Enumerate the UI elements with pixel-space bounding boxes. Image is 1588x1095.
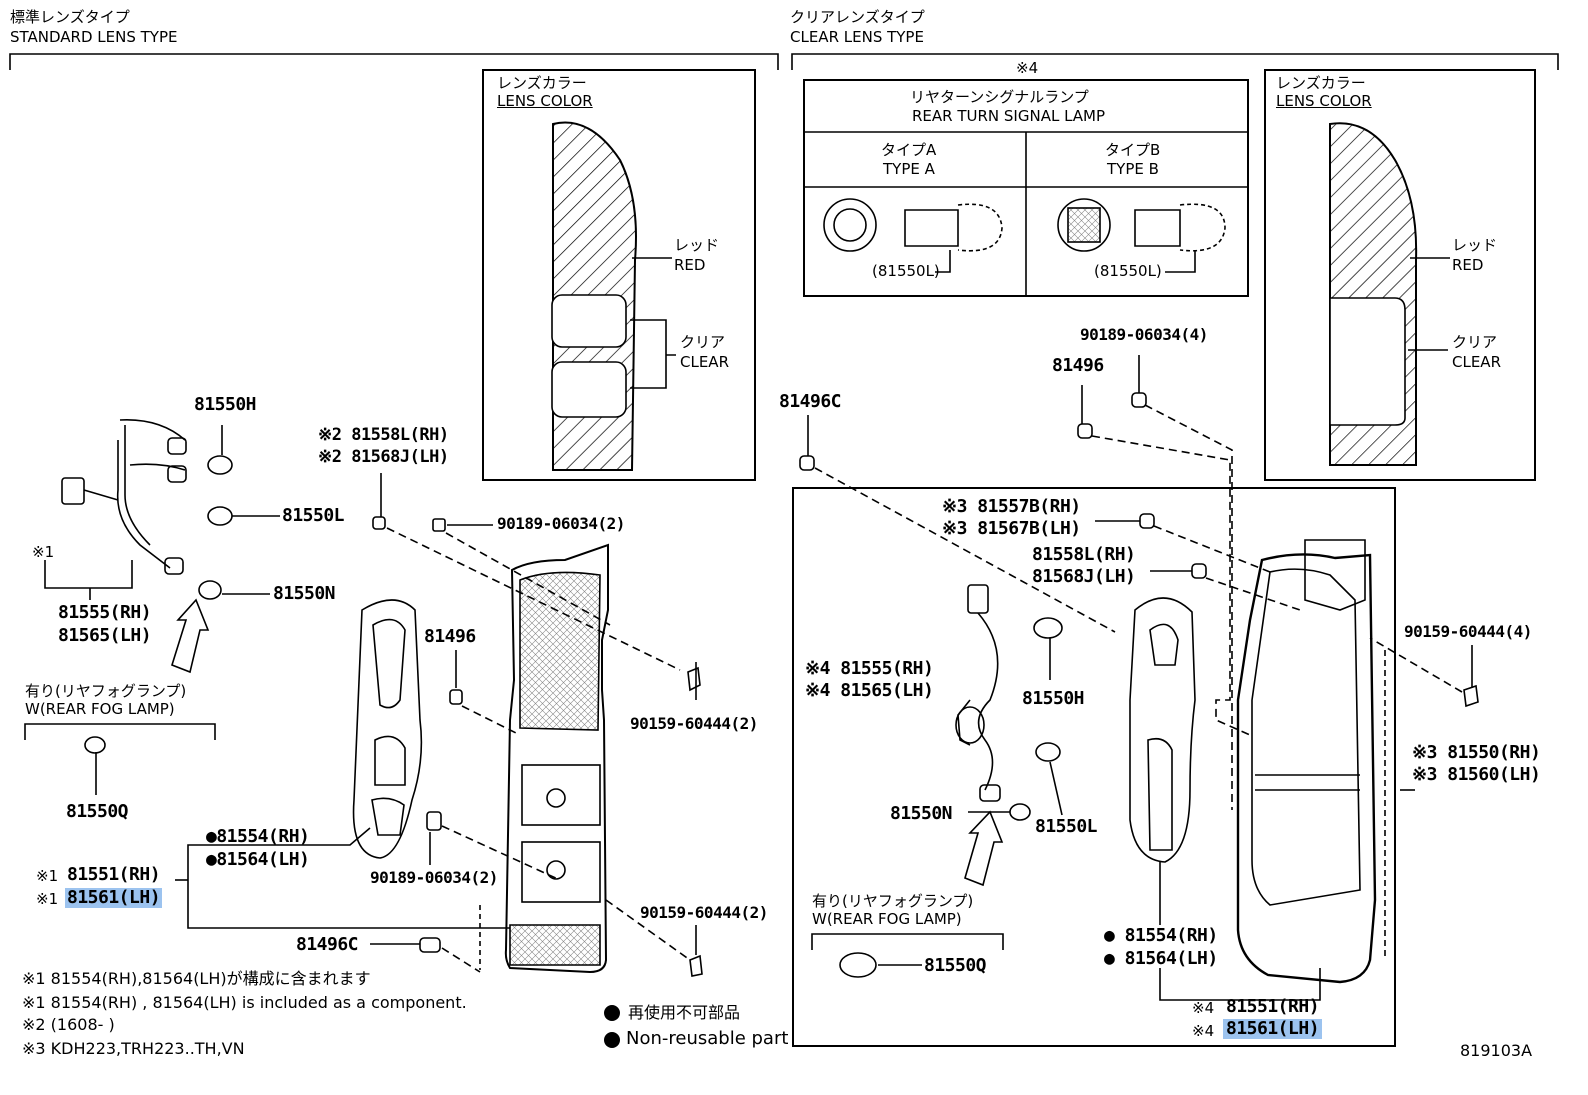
part-81551[interactable]: 81551(RH) <box>67 864 161 885</box>
clr-part-81550l[interactable]: 81550L <box>1035 816 1098 837</box>
part-81555[interactable]: 81555(RH) <box>58 602 152 623</box>
turn-signal-en: REAR TURN SIGNAL LAMP <box>912 107 1106 125</box>
type-b-en: TYPE B <box>1107 160 1159 178</box>
type-a-en: TYPE A <box>883 160 935 178</box>
std-clear-jp: クリア <box>680 333 726 351</box>
clr-part-81557b[interactable]: ※3 81557B(RH) <box>942 496 1081 517</box>
part-81568j[interactable]: ※2 81568J(LH) <box>318 447 449 467</box>
clr-part-81496[interactable]: 81496 <box>1052 355 1104 376</box>
std-clear-en: CLEAR <box>680 353 729 371</box>
type-b-jp: タイプB <box>1105 141 1161 159</box>
part-81496c[interactable]: 81496C <box>296 934 359 955</box>
clr-part-81555[interactable]: ※4 81555(RH) <box>805 658 934 679</box>
clr-part-81496c[interactable]: 81496C <box>779 391 842 412</box>
clr-part-81561-highlighted[interactable]: 81561(LH) <box>1223 1019 1323 1039</box>
standard-title-en: STANDARD LENS TYPE <box>10 28 178 46</box>
note-line-4: ※3 KDH223,TRH223..TH,VN <box>22 1039 245 1058</box>
clr-part-81561-mark: ※4 <box>1192 1022 1215 1040</box>
clear-title-jp: クリアレンズタイプ <box>790 8 925 26</box>
part-81558l[interactable]: ※2 81558L(RH) <box>318 425 449 445</box>
type-b-part[interactable]: (81550L) <box>1094 262 1162 280</box>
type-a-part[interactable]: (81550L) <box>872 262 940 280</box>
part-90189-bot[interactable]: 90189-06034(2) <box>370 868 498 887</box>
std-fog-en: W(REAR FOG LAMP) <box>25 700 175 718</box>
part-81554[interactable]: ●81554(RH) <box>206 826 310 847</box>
part-81550h[interactable]: 81550H <box>194 394 257 415</box>
note-line-3: ※2 (1608- ) <box>22 1015 115 1034</box>
part-90189-top[interactable]: 90189-06034(2) <box>497 514 625 533</box>
clear-title-en: CLEAR LENS TYPE <box>790 28 924 46</box>
std-lens-color-jp: レンズカラー <box>497 74 587 92</box>
part-81551-mark: ※1 <box>36 867 59 885</box>
std-red-en: RED <box>674 256 706 274</box>
legend-non-reusable-jp: 再使用不可部品 <box>628 1003 741 1022</box>
clr-part-90189[interactable]: 90189-06034(4) <box>1080 325 1208 344</box>
clr-part-81550n[interactable]: 81550N <box>890 803 953 824</box>
clr-part-81550q[interactable]: 81550Q <box>924 955 987 976</box>
part-81564[interactable]: ●81564(LH) <box>206 849 310 870</box>
std-lens-color-en: LENS COLOR <box>497 92 593 110</box>
clr-red-en: RED <box>1452 256 1484 274</box>
clr-part-81554[interactable]: ● 81554(RH) <box>1104 925 1218 946</box>
clr-lens-color-jp: レンズカラー <box>1276 74 1366 92</box>
clr-fog-jp: 有り(リヤフォグランプ) <box>812 892 974 910</box>
part-81550n[interactable]: 81550N <box>273 583 336 604</box>
clr-part-81565[interactable]: ※4 81565(LH) <box>805 680 934 701</box>
standard-title-jp: 標準レンズタイプ <box>10 8 130 26</box>
part-81550q[interactable]: 81550Q <box>66 801 129 822</box>
part-81496[interactable]: 81496 <box>424 626 476 647</box>
clr-fog-en: W(REAR FOG LAMP) <box>812 910 962 928</box>
clr-part-81564[interactable]: ● 81564(LH) <box>1104 948 1218 969</box>
figure-id: 819103A <box>1460 1041 1533 1060</box>
std-red-jp: レッド <box>674 236 720 254</box>
turn-signal-jp: リヤターンシグナルランプ <box>910 88 1089 106</box>
clr-part-81558l[interactable]: 81558L(RH) <box>1032 544 1136 565</box>
clr-part-81550-rh[interactable]: ※3 81550(RH) <box>1412 742 1541 763</box>
clr-red-jp: レッド <box>1452 236 1498 254</box>
clr-part-81560-lh[interactable]: ※3 81560(LH) <box>1412 764 1541 785</box>
turn-signal-mark: ※4 <box>1016 59 1039 77</box>
part-90159-mid[interactable]: 90159-60444(2) <box>630 714 758 733</box>
type-a-jp: タイプA <box>881 141 937 159</box>
clr-clear-jp: クリア <box>1452 333 1498 351</box>
clr-lens-color-en: LENS COLOR <box>1276 92 1372 110</box>
clr-part-90159[interactable]: 90159-60444(4) <box>1404 622 1532 641</box>
note-line-1: ※1 81554(RH),81564(LH)が構成に含まれます <box>22 969 371 988</box>
clr-part-81551[interactable]: 81551(RH) <box>1226 996 1320 1017</box>
clr-part-81568j[interactable]: 81568J(LH) <box>1032 566 1136 587</box>
legend-non-reusable-en: Non-reusable part <box>626 1028 789 1049</box>
clr-part-81551-mark: ※4 <box>1192 999 1215 1017</box>
std-fog-jp: 有り(リヤフォグランプ) <box>25 682 187 700</box>
clr-part-81567b[interactable]: ※3 81567B(LH) <box>942 518 1081 539</box>
part-90159-bot[interactable]: 90159-60444(2) <box>640 903 768 922</box>
clr-part-81550h[interactable]: 81550H <box>1022 688 1085 709</box>
part-81561-highlighted[interactable]: 81561(LH) <box>65 887 163 908</box>
clr-clear-en: CLEAR <box>1452 353 1501 371</box>
part-81550l[interactable]: 81550L <box>282 505 345 526</box>
note-line-2: ※1 81554(RH) , 81564(LH) is included as … <box>22 993 467 1012</box>
part-81561-mark: ※1 <box>36 890 59 908</box>
part-81565[interactable]: 81565(LH) <box>58 625 152 646</box>
note1-mark: ※1 <box>32 543 55 561</box>
